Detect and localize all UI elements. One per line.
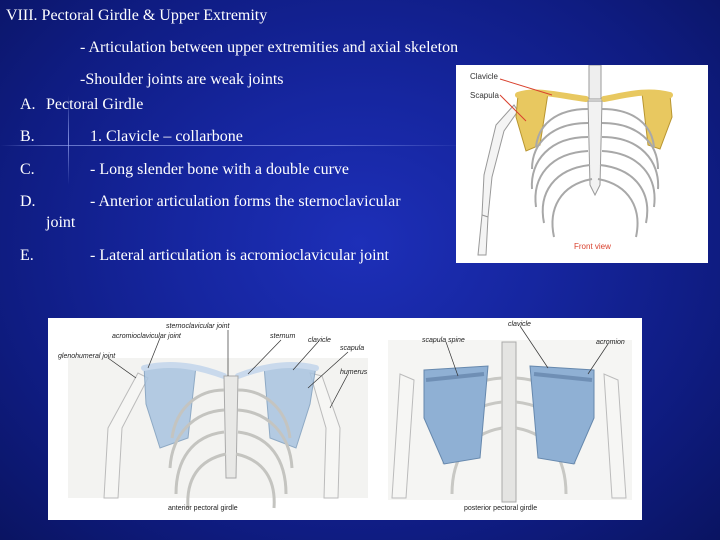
- clavicle-pointer-line: [499, 78, 553, 96]
- label-scapula-spine: scapula spine: [422, 337, 465, 344]
- label-scapula: Scapula: [470, 91, 499, 100]
- cervical-spine-shape: [588, 65, 602, 100]
- posterior-pointer-lines: [445, 325, 609, 377]
- item-text-e: - Lateral articulation is acromioclavicu…: [90, 247, 389, 264]
- posterior-scapula-left: [423, 365, 489, 465]
- scapula-left-shape: [515, 92, 549, 152]
- item-marker-c: C.: [20, 161, 35, 178]
- skeleton-front-view-image: Clavicle Scapula Front view: [456, 65, 708, 263]
- item-text-c: - Long slender bone with a double curve: [90, 161, 350, 178]
- forearm-shape: [477, 214, 489, 256]
- item-marker-a: A.: [20, 96, 36, 113]
- label-clavicle-anterior: clavicle: [308, 337, 331, 344]
- anterior-ribs: [168, 388, 294, 509]
- posterior-scapula-right: [529, 365, 595, 465]
- caption-posterior: posterior pectoral girdle: [464, 505, 537, 512]
- label-humerus: humerus: [340, 369, 368, 376]
- label-scapula-anterior: scapula: [340, 345, 364, 352]
- item-text-b: 1. Clavicle – collarbone: [90, 128, 243, 145]
- ribcage-shape: [530, 108, 660, 238]
- label-glenohumeral-joint: glenohumeral joint: [58, 353, 116, 360]
- label-sternum: sternum: [270, 333, 295, 340]
- label-front-view: Front view: [574, 242, 611, 251]
- pectoral-girdle-comparison-image: sternoclavicular joint acromioclavicular…: [48, 318, 642, 520]
- posterior-scapula-spine-right: [533, 372, 593, 382]
- humerus-shape: [481, 104, 519, 218]
- label-acromioclavicular-joint: acromioclavicular joint: [112, 333, 182, 340]
- item-text-d-continuation: joint: [46, 214, 76, 231]
- anterior-clavicle-left: [141, 362, 227, 379]
- clavicle-right-shape: [601, 89, 673, 102]
- item-marker-e: E.: [20, 247, 34, 264]
- caption-anterior: anterior pectoral girdle: [168, 505, 238, 512]
- item-marker-d: D.: [20, 193, 36, 210]
- sternum-shape: [587, 100, 603, 197]
- label-clavicle-posterior: clavicle: [508, 321, 531, 328]
- label-sternoclavicular-joint: sternoclavicular joint: [166, 323, 230, 330]
- posterior-humerus-right: [603, 373, 627, 499]
- anterior-skeleton: sternoclavicular joint acromioclavicular…: [58, 323, 368, 512]
- posterior-scapula-spine-left: [425, 372, 485, 382]
- anterior-pointer-lines: [107, 330, 349, 409]
- anterior-sternum: [223, 375, 239, 479]
- skeleton-front-view-drawing: Clavicle Scapula Front view: [470, 65, 673, 256]
- decorative-horizontal-line: [0, 145, 470, 146]
- pectoral-girdle-drawing: sternoclavicular joint acromioclavicular…: [58, 321, 632, 512]
- item-text-d: - Anterior articulation forms the sterno…: [90, 193, 401, 210]
- bullet-articulation: - Articulation between upper extremities…: [80, 39, 459, 56]
- posterior-spine: [501, 341, 517, 503]
- label-acromion: acromion: [596, 339, 625, 346]
- anterior-clavicle-right: [235, 362, 319, 379]
- posterior-skeleton: clavicle scapula spine acromion posterio…: [388, 321, 632, 512]
- decorative-vertical-line: [68, 95, 69, 185]
- label-clavicle: Clavicle: [470, 72, 499, 81]
- scapula-pointer-line: [499, 94, 527, 122]
- slide-title: VIII. Pectoral Girdle & Upper Extremity: [6, 7, 268, 24]
- scapula-right-shape: [641, 92, 673, 150]
- item-marker-b: B.: [20, 128, 35, 145]
- bullet-shoulder-joints: -Shoulder joints are weak joints: [80, 71, 284, 88]
- posterior-humerus-left: [391, 373, 415, 499]
- anterior-humerus-right: [309, 372, 341, 499]
- item-text-a: Pectoral Girdle: [46, 96, 144, 113]
